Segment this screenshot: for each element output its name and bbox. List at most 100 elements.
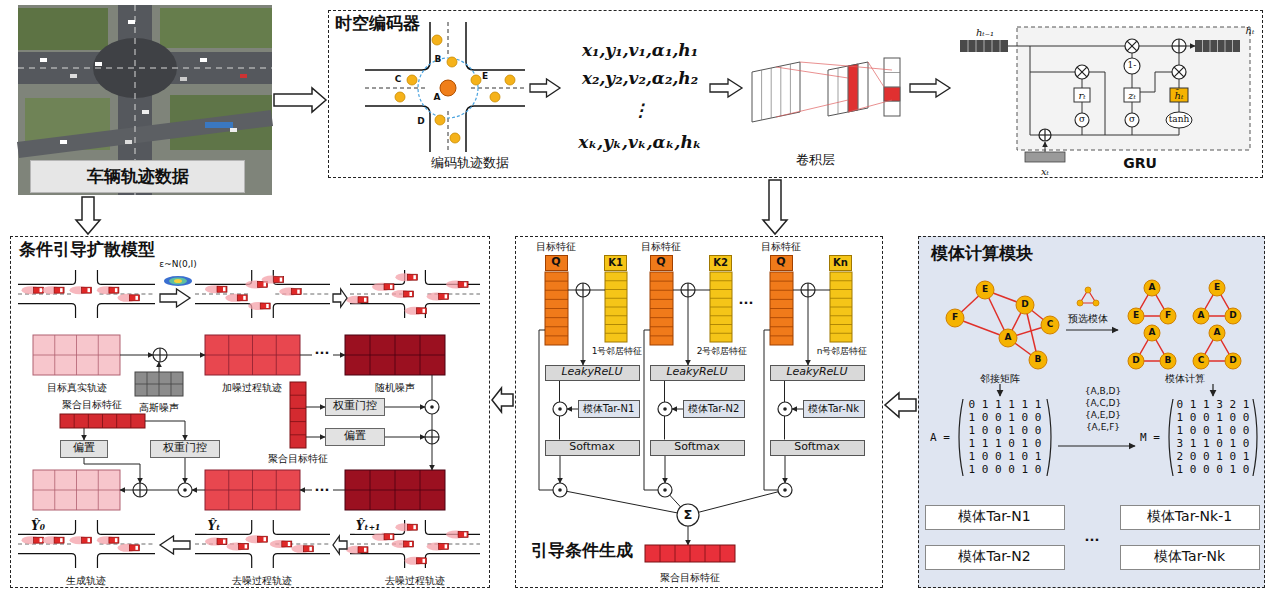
vehicle-icon <box>82 537 92 543</box>
vehicle-window <box>223 287 226 291</box>
sigmoid-symbol <box>1125 113 1139 127</box>
symbol-stroke <box>139 483 140 497</box>
wire <box>84 458 140 483</box>
grid-line <box>710 307 732 308</box>
grid-line <box>205 355 300 356</box>
box-label: 模体Tar-Nk-1 <box>1147 509 1232 524</box>
feature-grid <box>545 272 568 345</box>
grid-cell <box>545 272 568 345</box>
photo-caption: 车辆轨迹数据 <box>30 160 245 193</box>
query-box: Q <box>770 255 793 271</box>
vehicle-window <box>280 278 283 282</box>
box-label: 模体Tar-N2 <box>958 549 1030 564</box>
gate-box <box>1170 88 1188 102</box>
grid-line <box>830 289 852 290</box>
grid-line <box>830 307 852 308</box>
grid-cell <box>205 470 300 510</box>
car-icon <box>125 140 132 144</box>
node-letter: F <box>1165 311 1171 321</box>
feature-grid <box>33 335 120 375</box>
panel-title: 条件引导扩散模型 <box>19 240 155 259</box>
multiply-symbol <box>553 402 567 416</box>
annotation: 聚合目标特征 <box>62 399 122 410</box>
grid-line <box>1232 40 1233 52</box>
wire <box>147 490 178 491</box>
motif-box: 模体Tar-N1 <box>578 400 640 418</box>
matrix-row: 1 1 1 0 1 0 <box>969 438 1042 450</box>
wire <box>539 330 553 490</box>
annotation: 聚合目标特征 <box>660 572 720 583</box>
graph-node <box>1077 300 1083 306</box>
wire <box>560 455 561 483</box>
grid-line <box>650 299 673 300</box>
ellipsis: ... <box>1085 530 1100 544</box>
grid-line <box>545 299 568 300</box>
graph-node <box>1160 308 1176 324</box>
grid-line <box>675 545 676 562</box>
symbol-dot <box>558 407 562 411</box>
box-label: LeakyReLU <box>561 366 622 378</box>
lane-mark <box>195 294 250 295</box>
car-icon <box>142 110 149 114</box>
wire <box>1058 445 1135 446</box>
wire <box>644 330 658 490</box>
grid-line <box>74 414 75 428</box>
box-label: K1 <box>608 257 623 268</box>
grid-cell <box>33 335 120 375</box>
symbol-circle <box>1172 65 1186 79</box>
road-scene <box>18 520 155 568</box>
road-edge <box>365 106 430 152</box>
grid-line <box>710 315 732 316</box>
tree-patch <box>18 8 108 50</box>
feature-grid <box>290 382 306 448</box>
graph-node <box>1041 316 1059 334</box>
symbol-circle <box>1075 65 1089 79</box>
matrix-row: 1 0 0 0 1 0 <box>1177 464 1250 476</box>
grid-line <box>770 335 793 336</box>
road-scene <box>195 270 330 318</box>
box-label: K2 <box>713 257 728 268</box>
query-box: Q <box>545 255 568 271</box>
grid-line <box>770 326 793 327</box>
graph-node <box>1085 287 1091 293</box>
box-label: 权重门控 <box>163 442 207 454</box>
box-label: Q <box>656 256 665 268</box>
vehicle-window <box>60 538 63 542</box>
matrix-bracket <box>1169 399 1173 476</box>
symbol-circle <box>658 483 672 497</box>
grid-line <box>605 315 627 316</box>
symbol-stroke <box>1044 129 1045 141</box>
wire <box>1179 102 1180 112</box>
photo-frame: 车辆轨迹数据 <box>18 5 272 195</box>
symbol-dot <box>663 407 667 411</box>
lane-mark <box>448 22 449 55</box>
road-scene <box>195 520 330 568</box>
add-symbol <box>801 283 815 297</box>
wire <box>1089 72 1105 135</box>
grid-line <box>605 280 627 281</box>
sum-symbol-label: Σ <box>684 508 693 522</box>
multiply-symbol <box>658 402 672 416</box>
wire <box>815 290 830 291</box>
hollow-arrow <box>160 536 190 554</box>
node-letter: F <box>952 313 958 323</box>
wire <box>300 490 312 491</box>
grid-line <box>780 66 781 116</box>
gate-symbol: zₜ <box>1128 90 1136 101</box>
operation-box: LeakyReLU <box>545 365 640 381</box>
operation-box: 权重门控 <box>150 440 220 458</box>
vehicle-icon <box>109 287 119 293</box>
grid-line <box>290 395 306 396</box>
grid-line <box>1225 40 1226 52</box>
grid-line <box>710 298 732 299</box>
grid-line <box>830 280 852 281</box>
wire <box>84 428 85 440</box>
grid-line <box>545 281 568 282</box>
matrix-bracket <box>1253 399 1257 476</box>
feature-grid <box>135 372 183 396</box>
symbol-circle <box>801 283 815 297</box>
vehicle-icon <box>303 546 313 552</box>
flow-arrow <box>76 197 100 234</box>
